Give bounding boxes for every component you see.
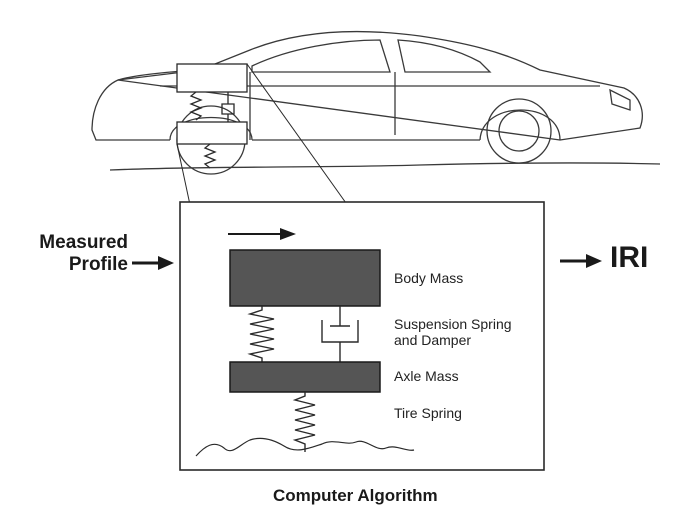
suspension-spring: [247, 306, 275, 362]
suspension-label-line1: Suspension Spring: [394, 316, 512, 332]
travel-direction-arrow: [228, 228, 296, 240]
axle-mass-label: Axle Mass: [394, 368, 459, 384]
tire-spring-label: Tire Spring: [394, 405, 462, 421]
output-arrow: [560, 254, 602, 268]
measured-profile-line1: Measured: [39, 232, 128, 253]
algorithm-box: [179, 201, 545, 471]
measured-profile-line2: Profile: [68, 254, 128, 275]
car-illustration: [91, 30, 661, 175]
iri-label: IRI: [610, 241, 649, 274]
tire-spring: [292, 392, 316, 452]
measured-profile-label: Measured Profile: [39, 232, 128, 276]
input-arrow: [132, 256, 174, 270]
axle-mass-block: [229, 361, 381, 393]
damper: [321, 306, 359, 362]
mini-quarter-car: [176, 63, 248, 169]
road-profile: [195, 437, 415, 457]
body-mass-block: [229, 249, 381, 307]
body-mass-label: Body Mass: [394, 270, 464, 286]
suspension-label-line2: and Damper: [394, 332, 472, 348]
computer-algorithm-caption: Computer Algorithm: [273, 486, 438, 505]
suspension-label: Suspension Spring and Damper: [394, 316, 512, 348]
